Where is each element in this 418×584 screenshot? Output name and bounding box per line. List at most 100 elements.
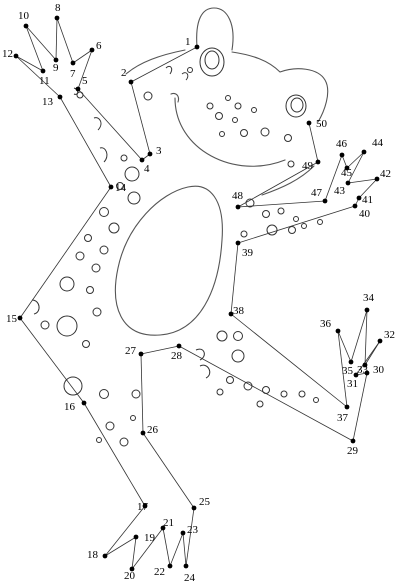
dot-7 bbox=[70, 60, 76, 66]
connection-line bbox=[142, 432, 195, 509]
dot-label-18: 18 bbox=[87, 549, 99, 561]
dot-21 bbox=[160, 525, 166, 531]
dot-14 bbox=[108, 184, 114, 190]
dot-label-45: 45 bbox=[341, 167, 353, 179]
dot-label-14: 14 bbox=[115, 182, 127, 194]
dot-12 bbox=[13, 53, 19, 59]
connection-line bbox=[77, 49, 93, 90]
connection-line bbox=[140, 345, 180, 355]
dot-34 bbox=[364, 307, 370, 313]
dot-label-39: 39 bbox=[242, 247, 254, 259]
frog-mouth bbox=[170, 92, 286, 167]
dot-label-10: 10 bbox=[18, 10, 30, 22]
dot-38 bbox=[228, 311, 234, 317]
connection-line bbox=[347, 178, 378, 184]
dot-label-42: 42 bbox=[380, 168, 391, 180]
dot-label-20: 20 bbox=[124, 570, 136, 582]
dot-8 bbox=[54, 15, 60, 21]
connection-line bbox=[185, 507, 195, 567]
dot-label-38: 38 bbox=[233, 305, 245, 317]
dot-label-40: 40 bbox=[359, 208, 371, 220]
connection-guides bbox=[15, 17, 381, 570]
numbered-dots: 1234567891011121314151617181920212223242… bbox=[2, 2, 395, 584]
dot-label-43: 43 bbox=[334, 185, 346, 197]
connection-line bbox=[182, 532, 187, 567]
connection-line bbox=[55, 17, 58, 61]
dot-46 bbox=[339, 152, 345, 158]
dot-20 bbox=[129, 566, 135, 572]
dot-22 bbox=[167, 563, 173, 569]
dot-24 bbox=[183, 563, 189, 569]
dot-label-19: 19 bbox=[144, 532, 156, 544]
connection-line bbox=[130, 81, 151, 155]
dot-label-26: 26 bbox=[147, 424, 159, 436]
dot-36 bbox=[335, 328, 341, 334]
dot-19 bbox=[133, 534, 139, 540]
dot-label-35: 35 bbox=[342, 365, 354, 377]
connection-line bbox=[364, 309, 368, 366]
dot-32 bbox=[377, 338, 383, 344]
connection-line bbox=[346, 151, 365, 169]
dot-5 bbox=[75, 86, 81, 92]
dot-3 bbox=[147, 151, 153, 157]
dot-label-28: 28 bbox=[171, 350, 183, 362]
dot-label-25: 25 bbox=[199, 496, 211, 508]
head-outline bbox=[125, 7, 329, 196]
dot-label-34: 34 bbox=[363, 292, 375, 304]
dot-label-32: 32 bbox=[384, 329, 395, 341]
connection-line bbox=[352, 372, 368, 442]
dot-label-11: 11 bbox=[39, 75, 50, 87]
dot-label-7: 7 bbox=[70, 68, 76, 80]
dot-1 bbox=[194, 44, 200, 50]
dot-label-8: 8 bbox=[55, 2, 61, 14]
connection-line bbox=[131, 527, 164, 570]
right-eye bbox=[285, 94, 307, 118]
connection-line bbox=[364, 340, 381, 366]
dot-label-5: 5 bbox=[82, 75, 88, 87]
dot-label-49: 49 bbox=[302, 160, 314, 172]
left-eye bbox=[199, 47, 225, 77]
dot-18 bbox=[102, 553, 108, 559]
dot-48 bbox=[235, 204, 241, 210]
dot-35 bbox=[348, 359, 354, 365]
dot-label-24: 24 bbox=[184, 572, 196, 584]
dot-13 bbox=[57, 94, 63, 100]
connection-line bbox=[237, 200, 326, 208]
connection-line bbox=[337, 330, 352, 363]
dot-33 bbox=[362, 362, 368, 368]
dot-label-17: 17 bbox=[137, 501, 149, 513]
dot-29 bbox=[350, 438, 356, 444]
dot-26 bbox=[140, 430, 146, 436]
connection-line bbox=[140, 353, 144, 434]
dot-37 bbox=[344, 404, 350, 410]
dot-2 bbox=[128, 79, 134, 85]
dot-41 bbox=[356, 195, 362, 201]
frog-belly bbox=[114, 185, 223, 336]
dot-label-16: 16 bbox=[64, 401, 76, 413]
dot-27 bbox=[138, 351, 144, 357]
dot-label-27: 27 bbox=[125, 345, 137, 357]
dot-28 bbox=[176, 343, 182, 349]
dot-50 bbox=[306, 120, 312, 126]
dot-16 bbox=[81, 400, 87, 406]
dot-9 bbox=[53, 57, 59, 63]
dot-label-30: 30 bbox=[373, 364, 385, 376]
dot-40 bbox=[352, 203, 358, 209]
connection-line bbox=[25, 25, 57, 61]
dot-label-2: 2 bbox=[121, 67, 127, 79]
dot-4 bbox=[139, 157, 145, 163]
connection-line bbox=[350, 309, 368, 363]
dot-label-29: 29 bbox=[347, 445, 359, 457]
connection-line bbox=[77, 88, 143, 161]
connection-line bbox=[237, 205, 356, 244]
dot-label-1: 1 bbox=[185, 36, 191, 48]
dot-label-37: 37 bbox=[337, 412, 349, 424]
connection-line bbox=[19, 317, 85, 404]
dot-17 bbox=[142, 503, 148, 509]
dot-42 bbox=[374, 176, 380, 182]
connection-line bbox=[131, 536, 137, 570]
dot-25 bbox=[191, 505, 197, 511]
dot-31 bbox=[353, 372, 359, 378]
dot-label-15: 15 bbox=[6, 313, 18, 325]
